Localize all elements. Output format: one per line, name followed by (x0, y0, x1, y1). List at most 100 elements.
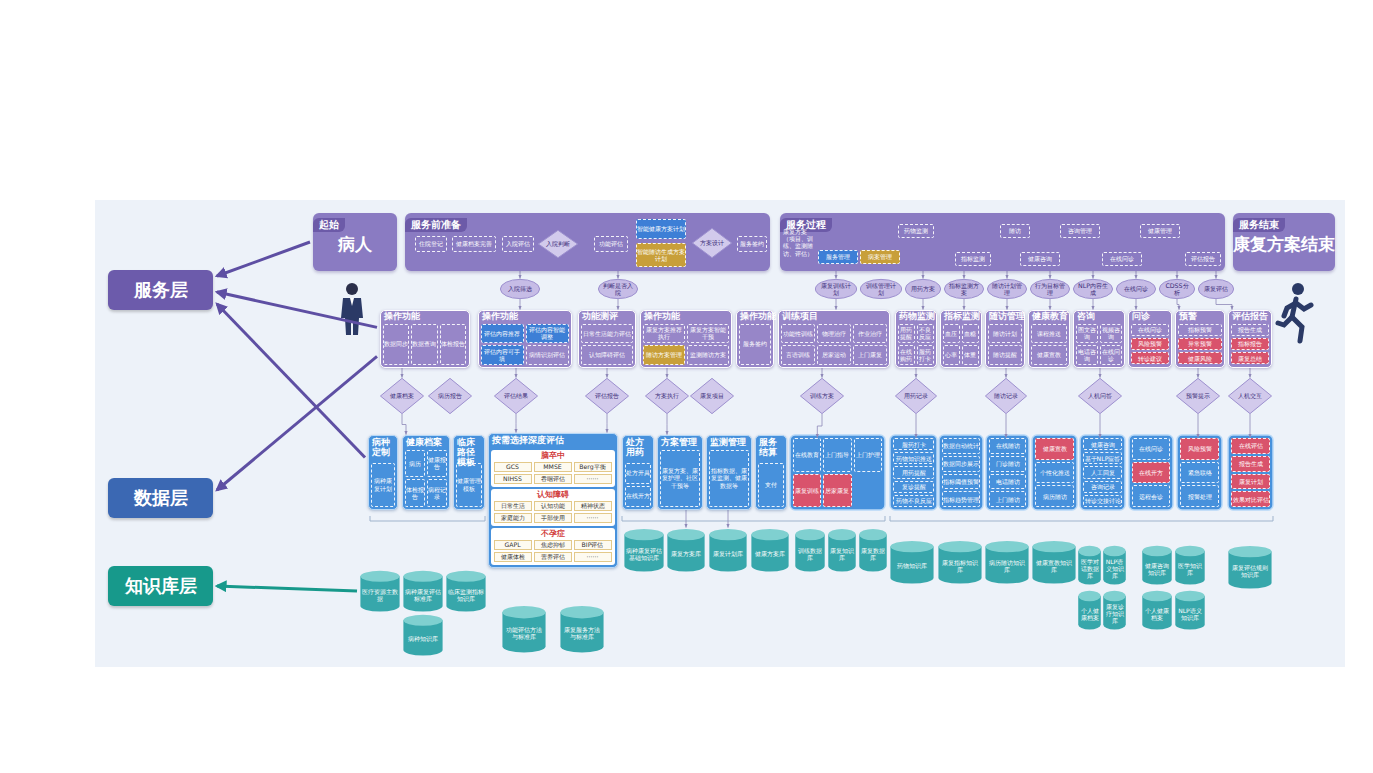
node-text: 在线问诊 (1138, 326, 1162, 333)
database-cylinder: 康复知识库 (828, 528, 856, 572)
function-panel: 操作功能康复方案推荐执行康复方案智能干预随访方案管理监测随访方案 (640, 310, 732, 368)
process-box: 服务签约 (739, 324, 771, 365)
process-box: 康复训练 (793, 474, 821, 508)
cyl-outline (667, 528, 705, 572)
process-box: 效果对比评估 (1231, 491, 1270, 507)
decision-diamond: 康复项目 (690, 378, 734, 414)
node-text: 康复训练计划 (815, 282, 857, 296)
data-panel: 病种定制病种康复计划 (368, 435, 398, 510)
process-box: 言语训练 (781, 345, 815, 365)
node-text: 医疗资源主数据 (360, 580, 400, 603)
flow-pill: 用药方案 (905, 279, 941, 299)
function-panel: 咨询图文咨询视频咨询电话咨询在线问诊 (1073, 310, 1125, 368)
connector (1136, 299, 1137, 310)
node-text: 基于NLP应答 (1085, 455, 1121, 462)
database-cylinder: 功能评估方法与标准库 (502, 605, 546, 653)
process-box: 上门指导 (823, 438, 851, 472)
process-box: 病程记录 (427, 479, 447, 507)
node-text: 健康教育 (1029, 311, 1069, 323)
table-cell: 日常生活 (494, 501, 532, 511)
node-text: 评估报告 (593, 393, 621, 400)
node-text: 居家运动 (822, 351, 846, 358)
node-text: 病种康复计划 (372, 477, 394, 491)
node-text: 药物知识库 (895, 554, 929, 570)
data-panel-frame (790, 435, 885, 510)
database-cylinder: 病种康复评估标准库 (403, 570, 443, 612)
node-text: 人工回复 (1091, 469, 1115, 476)
connector (516, 368, 517, 378)
database-cylinder: 病历随访知识库 (985, 540, 1029, 584)
connector (607, 368, 608, 378)
node-text: 功能性训练 (783, 330, 813, 337)
connector (1050, 271, 1051, 279)
process-box: 数据查询 (411, 324, 438, 365)
node-text: 康复方案智能干预 (688, 326, 728, 340)
process-box: 评估报告 (1185, 252, 1221, 266)
process-box: 体重 (962, 345, 979, 365)
data-panel-frame (1032, 435, 1077, 510)
node-text: 焦虑抑郁 (541, 541, 565, 548)
node-text: 咨询 (1074, 311, 1124, 323)
process-box: 指标阈值预警 (942, 474, 980, 490)
node-text: 预警提示 (1184, 393, 1212, 400)
node-text: 服务前准备 (405, 218, 467, 232)
function-panel: 指标监测血压血糖心率体重 (940, 310, 982, 368)
process-box: 在线评估 (1231, 438, 1270, 454)
node-text: 入院评估 (506, 240, 530, 247)
connector (1198, 368, 1199, 378)
node-text: 评估报告 (1191, 255, 1215, 262)
process-box: 健康咨询 (1020, 252, 1060, 266)
process-box: 指标趋势管理 (942, 491, 980, 507)
node-text: 用药记录 (903, 393, 930, 400)
node-text: 评估结果 (502, 393, 530, 400)
table-cell: ······ (574, 474, 612, 484)
process-box: 在线购药 (898, 345, 915, 365)
database-cylinder: 医疗资源主数据 (360, 570, 400, 612)
node-text: 随访提醒 (993, 351, 1017, 358)
data-panel: 按需选择深度评估脑卒中GCSMMSEBerg平衡NIHSS吞咽评估······认… (488, 433, 618, 568)
connector (217, 356, 377, 490)
node-text: 在线评估 (1239, 442, 1263, 449)
stage-band: 起始病人 (313, 213, 397, 271)
node-text: 指标监测 (961, 255, 985, 262)
node-text: 按需选择深度评估 (489, 434, 617, 448)
process-box: 咨询记录 (1083, 481, 1122, 493)
node-text: 药物监测 (896, 311, 936, 323)
process-box: 药物不良反应 (893, 495, 934, 507)
node-text: 数据层 (134, 488, 188, 509)
process-box: 在线教育 (793, 438, 821, 472)
node-text: 用药提醒 (899, 326, 914, 340)
connector (836, 271, 837, 279)
process-box: 认知障碍评估 (581, 345, 633, 365)
process-box: 指标预警 (1178, 324, 1222, 336)
node-text: 起始 (313, 218, 345, 232)
database-cylinder: 康复诊疗知识库 (1103, 590, 1126, 630)
process-box: 数据自动统计 (942, 438, 980, 454)
database-cylinder: 个人健康档案 (1078, 590, 1101, 630)
process-box: 物理治疗 (817, 324, 851, 344)
node-text: 在线教育 (795, 451, 819, 458)
node-text: 家庭能力 (501, 514, 525, 521)
decision-diamond: 健康档案 (380, 378, 424, 414)
connector (1093, 271, 1094, 279)
cyl-outline (709, 528, 747, 572)
decision-diamond: 评估报告 (585, 378, 629, 414)
node-text: 认知障碍评估 (589, 351, 625, 358)
node-text: 认知障碍 (491, 489, 615, 501)
decision-diamond: 评估结果 (494, 378, 538, 414)
node-text: 服务层 (134, 280, 188, 301)
connector (520, 271, 521, 279)
node-text: 营养评估 (541, 553, 565, 560)
process-box: 监测随访方案 (687, 345, 729, 365)
connector (923, 299, 924, 310)
node-text: 病人 (313, 235, 397, 254)
node-text: 健康档案 (388, 393, 416, 400)
function-panel: 健康教育课程推送健康宣教 (1028, 310, 1070, 368)
node-text: 智能健康方案计划 (637, 225, 685, 232)
node-text: 指标阈值预警 (943, 478, 979, 485)
node-text: 药物监测 (904, 227, 928, 234)
connector (1250, 414, 1251, 438)
node-text: 手部使用 (541, 514, 565, 521)
node-text: 医学对话数据库 (1078, 550, 1101, 580)
node-text: 在线开方 (1139, 469, 1163, 476)
